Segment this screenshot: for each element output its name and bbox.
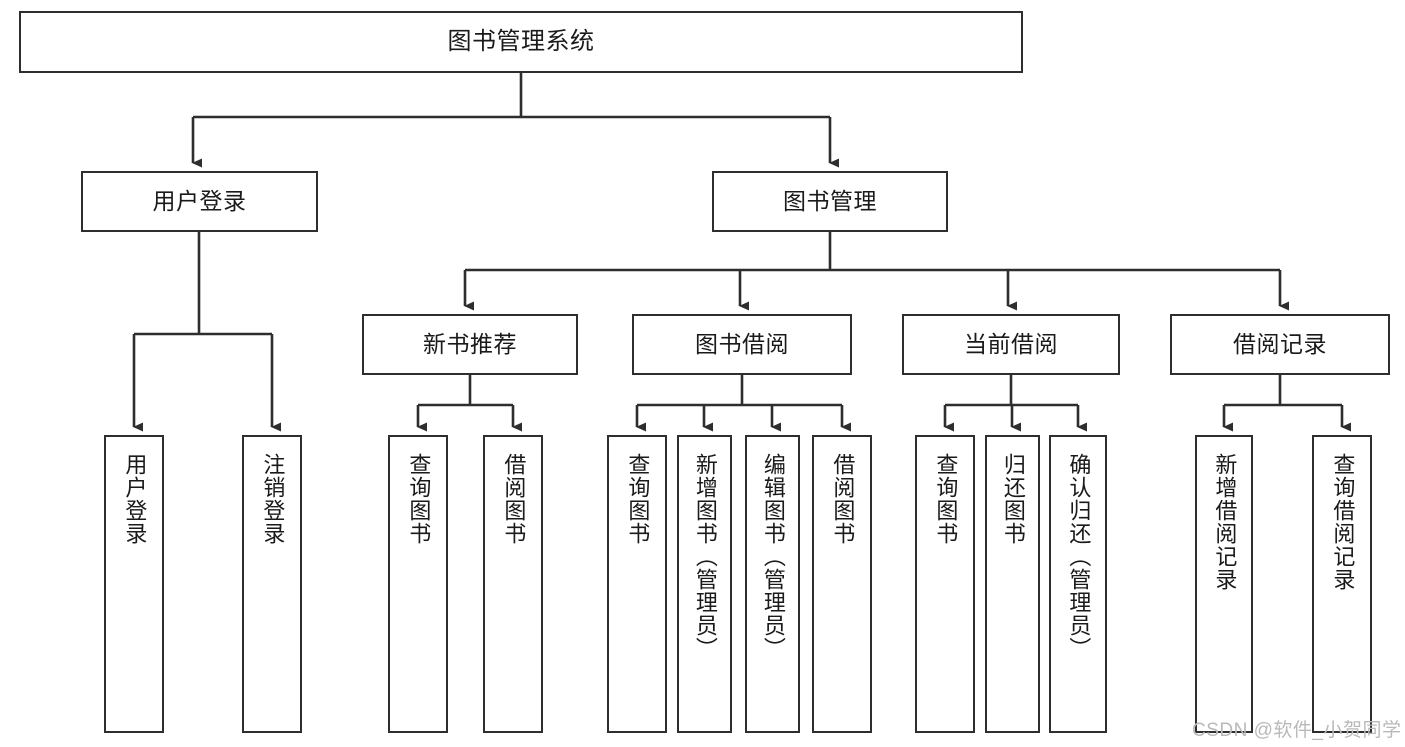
node-leaf-borrow-book-borrow[interactable]: 借阅图书 [812,435,872,733]
node-leaf-add-borrow-record[interactable]: 新增借阅记录 [1195,435,1253,733]
node-leaf-query-borrow-record[interactable]: 查询借阅记录 [1312,435,1372,733]
node-leaf-user-login[interactable]: 用户登录 [104,435,164,733]
node-leaf-query-book-current[interactable]: 查询图书 [915,435,975,733]
node-user-login[interactable]: 用户登录 [81,171,318,232]
node-leaf-edit-book-admin[interactable]: 编辑图书（管理员） [745,435,800,733]
node-user-login-label: 用户登录 [152,187,247,214]
node-leaf-confirm-return-admin-label: 确认归还（管理员） [1066,453,1092,660]
node-new-book-recommend[interactable]: 新书推荐 [362,314,578,375]
node-leaf-add-book-admin[interactable]: 新增图书（管理员） [677,435,732,733]
node-leaf-add-book-admin-label: 新增图书（管理员） [692,453,718,660]
node-borrow-record-label: 借阅记录 [1233,330,1327,357]
node-leaf-return-book-label: 归还图书 [1000,453,1026,545]
node-leaf-return-book[interactable]: 归还图书 [985,435,1040,733]
node-leaf-query-book-newbook-label: 查询图书 [406,453,432,545]
node-leaf-edit-book-admin-label: 编辑图书（管理员） [760,453,786,660]
node-new-book-recommend-label: 新书推荐 [423,330,517,357]
node-leaf-confirm-return-admin[interactable]: 确认归还（管理员） [1049,435,1107,733]
node-leaf-borrow-book-newbook[interactable]: 借阅图书 [483,435,543,733]
node-leaf-borrow-book-borrow-label: 借阅图书 [830,453,856,545]
node-current-borrow[interactable]: 当前借阅 [902,314,1120,375]
node-leaf-query-book-newbook[interactable]: 查询图书 [388,435,448,733]
node-borrow-record[interactable]: 借阅记录 [1170,314,1390,375]
node-root-system-label: 图书管理系统 [447,27,595,55]
node-current-borrow-label: 当前借阅 [964,330,1058,357]
node-book-management-label: 图书管理 [783,187,877,214]
node-leaf-query-book-current-label: 查询图书 [933,453,959,545]
node-leaf-logout[interactable]: 注销登录 [242,435,302,733]
node-leaf-query-book-borrow[interactable]: 查询图书 [607,435,667,733]
node-leaf-query-book-borrow-label: 查询图书 [625,453,651,545]
node-root-system[interactable]: 图书管理系统 [19,11,1023,73]
node-leaf-logout-label: 注销登录 [260,453,286,545]
node-leaf-query-borrow-record-label: 查询借阅记录 [1330,453,1356,591]
node-leaf-user-login-label: 用户登录 [122,453,148,545]
node-book-borrow-label: 图书借阅 [695,330,789,357]
node-book-management[interactable]: 图书管理 [712,171,948,232]
node-leaf-borrow-book-newbook-label: 借阅图书 [501,453,527,545]
node-book-borrow[interactable]: 图书借阅 [632,314,852,375]
node-leaf-add-borrow-record-label: 新增借阅记录 [1212,453,1238,591]
